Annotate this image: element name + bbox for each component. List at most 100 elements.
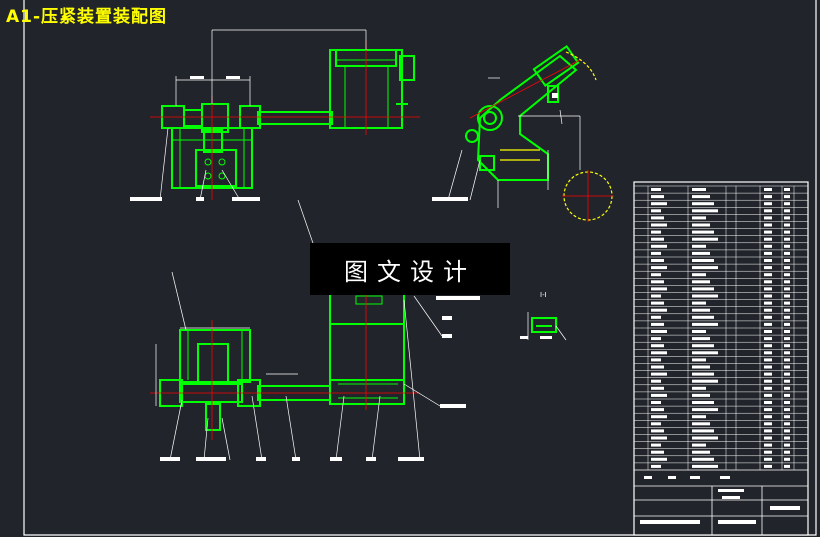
table-cell-text [784,415,790,419]
table-cell-text [784,251,790,255]
table-cell-text [692,315,714,319]
table-cell-text [651,429,664,433]
table-cell-text [651,415,667,419]
top-right-view[interactable] [432,44,614,222]
table-cell-text [784,344,790,348]
table-cell-text [764,188,772,191]
table-cell-text [651,237,664,241]
table-cell-text [784,330,790,333]
table-cell-text [764,195,772,199]
table-cell-text [651,195,664,199]
table-cell-text [784,209,790,213]
table-cell-text [651,244,667,248]
table-cell-text [651,358,661,362]
top-left-view[interactable] [130,29,420,201]
table-cell-text [784,244,790,248]
table-cell-text [692,230,714,234]
table-cell-text [764,287,772,291]
table-cell-text [784,337,790,341]
table-cell-text [651,344,664,348]
table-cell-text [651,443,661,447]
table-cell-text [692,266,718,270]
table-cell-text [764,322,772,326]
table-cell-text [764,237,772,241]
table-cell-text [764,351,772,355]
table-cell-text [764,308,772,312]
table-cell-text [784,429,790,433]
table-cell-text [784,436,790,440]
table-cell-text [651,259,664,262]
table-cell-text [784,372,790,376]
table-cell-text [651,372,667,376]
table-cell-text [692,273,706,277]
table-cell-text [784,408,790,412]
title-block [634,469,808,535]
table-cell-text [692,393,710,397]
table-cell-text [692,188,706,191]
table-cell-text [692,195,710,199]
table-cell-text [692,308,710,312]
table-cell-text [692,415,706,419]
table-cell-text [764,401,772,404]
table-cell-text [651,457,667,461]
table-cell-text [692,301,706,305]
table-cell-text [651,464,661,468]
table-cell-text [784,259,790,262]
table-cell-text [651,294,661,298]
table-cell-text [692,330,706,333]
table-cell-text [692,251,710,255]
table-cell-text [692,443,706,447]
table-cell-text [764,266,772,270]
table-cell-text [784,379,790,383]
table-cell-text [651,202,667,206]
table-cell-text [764,337,772,341]
table-cell-text [784,315,790,319]
table-cell-text [764,393,772,397]
table-cell-text [692,386,706,390]
table-cell-text [692,436,718,440]
table-cell-text [692,216,706,220]
table-cell-text [764,450,772,454]
table-cell-text [764,230,772,234]
table-cell-text [692,457,714,461]
table-cell-text [651,337,661,341]
table-cell-text [651,401,661,404]
table-cell-text [651,422,661,426]
table-cell-text [651,379,661,383]
table-cell-text [692,372,714,376]
table-cell-text [692,408,718,412]
table-cell-text [764,244,772,248]
table-cell-text [764,422,772,426]
table-cell-text [692,429,714,433]
table-cell-text [784,301,790,305]
table-cell-text [784,216,790,220]
table-cell-text [764,216,772,220]
table-cell-text [651,273,661,277]
table-cell-text [692,294,718,298]
table-cell-text [651,209,661,213]
table-cell-text [764,259,772,262]
table-cell-text [692,223,710,227]
table-cell-text [651,308,667,312]
table-cell-text [764,202,772,206]
table-cell-text [764,294,772,298]
table-cell-text [651,301,664,305]
parts-list-table[interactable] [633,181,809,536]
table-cell-text [651,386,664,390]
section-detail-view[interactable]: I-I [520,291,567,341]
table-cell-text [764,223,772,227]
bottom-view[interactable] [150,199,480,461]
table-cell-text [651,251,661,255]
table-cell-text [692,351,718,355]
table-cell-text [692,209,718,213]
drawing-frame [23,0,817,536]
table-cell-text [651,230,661,234]
table-cell-text [784,266,790,270]
table-cell-text [784,457,790,461]
table-cell-text [692,322,718,326]
table-cell-text [651,351,667,355]
table-cell-text [764,464,772,468]
table-cell-text [784,322,790,326]
